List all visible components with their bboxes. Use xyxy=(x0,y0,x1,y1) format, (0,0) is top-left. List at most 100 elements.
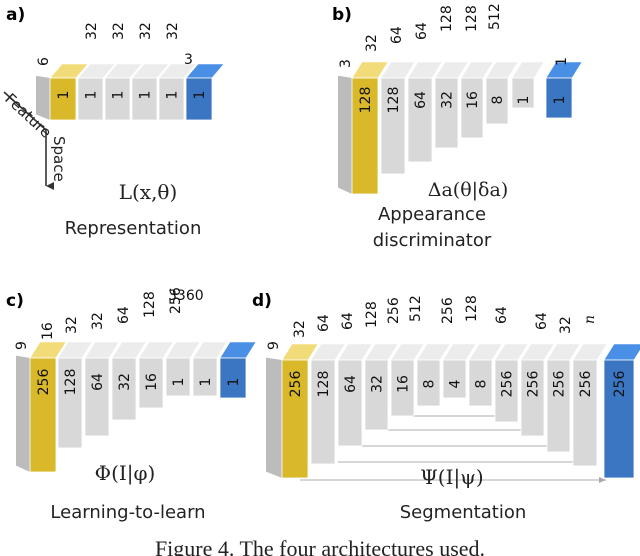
d-front-label: 64 xyxy=(343,375,359,393)
d-block-front-10 xyxy=(546,359,571,453)
c-front-label: 128 xyxy=(63,369,79,396)
c-block-front-4 xyxy=(138,357,164,409)
c-top-label: 256 xyxy=(168,287,184,314)
b-block-front-3 xyxy=(434,77,459,149)
d-front-label: 256 xyxy=(578,371,594,398)
a-front-label: 1 xyxy=(56,91,72,100)
c-block-front-0 xyxy=(29,357,57,473)
panel-b-letter: b) xyxy=(332,5,352,25)
d-front-label: 4 xyxy=(447,379,463,388)
panel-c-formula: Φ(I|φ) xyxy=(95,461,156,486)
a-top-label: 32 xyxy=(84,22,100,40)
d-front-label: 8 xyxy=(473,380,489,389)
c-top-label: 128 xyxy=(142,291,158,318)
d-front-label: 128 xyxy=(316,371,332,398)
d-front-label: 16 xyxy=(395,375,411,393)
c-front-label: 64 xyxy=(90,373,106,391)
d-block-front-7 xyxy=(468,359,493,407)
a-front-label: 1 xyxy=(110,91,126,100)
a-block-front-1 xyxy=(77,77,104,121)
d-block-front-4 xyxy=(390,359,415,417)
panel-a-title: Representation xyxy=(65,218,202,239)
b-block-front-5 xyxy=(485,77,509,125)
c-block-front-5 xyxy=(165,357,191,397)
d-block-side xyxy=(266,357,282,478)
a-front-label: 1 xyxy=(192,91,208,100)
b-block-front-1 xyxy=(380,77,406,175)
b-block-front-4 xyxy=(460,77,484,139)
panel-d-letter: d) xyxy=(252,291,272,311)
c-top-label: 32 xyxy=(64,316,80,334)
b-front-label: 128 xyxy=(358,87,374,114)
a-top-label: 32 xyxy=(111,22,127,40)
b-block-front-7 xyxy=(545,77,573,119)
d-block-front-3 xyxy=(364,359,389,431)
panel-b-formula: Δa(θ|δa) xyxy=(428,179,508,201)
b-front-label: 1 xyxy=(552,96,568,105)
d-top-label: 256 xyxy=(386,297,402,324)
d-block-front-8 xyxy=(494,359,519,423)
a-block-front-3 xyxy=(131,77,158,121)
d-top-label: 128 xyxy=(464,295,480,322)
d-top-label: n xyxy=(582,315,598,324)
d-front-label: 256 xyxy=(612,371,628,398)
d-front-label: 32 xyxy=(369,375,385,393)
b-top-label: 512 xyxy=(487,3,503,30)
a-front-label: 1 xyxy=(137,91,153,100)
c-block-front-7 xyxy=(219,357,247,399)
figure-caption: Figure 4. The four architectures used. xyxy=(155,536,485,556)
d-block-front-2 xyxy=(337,359,363,447)
b-block-front-2 xyxy=(407,77,433,163)
c-front-label: 32 xyxy=(117,373,133,391)
c-top-label: 64 xyxy=(116,306,132,324)
panel-a-formula: L(x,θ) xyxy=(119,180,178,204)
d-top-label: 512 xyxy=(408,295,424,322)
c-front-label: 1 xyxy=(198,378,214,387)
a-front-label: 1 xyxy=(83,91,99,100)
b-block-side xyxy=(338,75,352,194)
b-front-label: 128 xyxy=(386,87,402,114)
panel-b-title-line2: discriminator xyxy=(373,230,492,251)
b-top-label: 64 xyxy=(389,26,405,44)
a-front-label: 1 xyxy=(164,91,180,100)
d-block-front-0 xyxy=(281,359,309,479)
a-top-label: 6 xyxy=(36,57,52,66)
d-front-label: 256 xyxy=(288,371,304,398)
d-front-label: 256 xyxy=(499,371,515,398)
d-front-label: 256 xyxy=(551,371,567,398)
a-top-label: 3 xyxy=(184,52,193,68)
c-top-label: 32 xyxy=(90,312,106,330)
d-block-front-6 xyxy=(442,359,467,399)
b-top-label: 32 xyxy=(364,34,380,52)
b-front-label: 64 xyxy=(413,91,429,109)
c-top-label: 3360 xyxy=(168,288,204,304)
c-front-label: 256 xyxy=(36,369,52,396)
d-front-label: 256 xyxy=(525,371,541,398)
a-top-label: 32 xyxy=(165,22,181,40)
panel-d-formula: Ψ(I|ψ) xyxy=(420,465,483,490)
panel-c-title: Learning-to-learn xyxy=(50,502,205,523)
panel-d-title: Segmentation xyxy=(400,502,527,523)
d-block-front-1 xyxy=(310,359,336,465)
c-block-front-6 xyxy=(192,357,218,397)
panel-c-letter: c) xyxy=(6,291,24,311)
a-top-label: 32 xyxy=(138,22,154,40)
b-top-label: 3 xyxy=(338,59,354,68)
a-block-side xyxy=(36,75,50,120)
d-block-front-12 xyxy=(603,359,635,479)
panel-b-title-line1: Appearance xyxy=(378,204,486,225)
c-block-front-2 xyxy=(84,357,110,437)
d-top-label: 32 xyxy=(558,316,574,334)
d-top-label: 256 xyxy=(440,297,456,324)
d-block-front-9 xyxy=(520,359,545,437)
d-top-label: 64 xyxy=(494,306,510,324)
panel-a-letter: a) xyxy=(6,5,25,25)
